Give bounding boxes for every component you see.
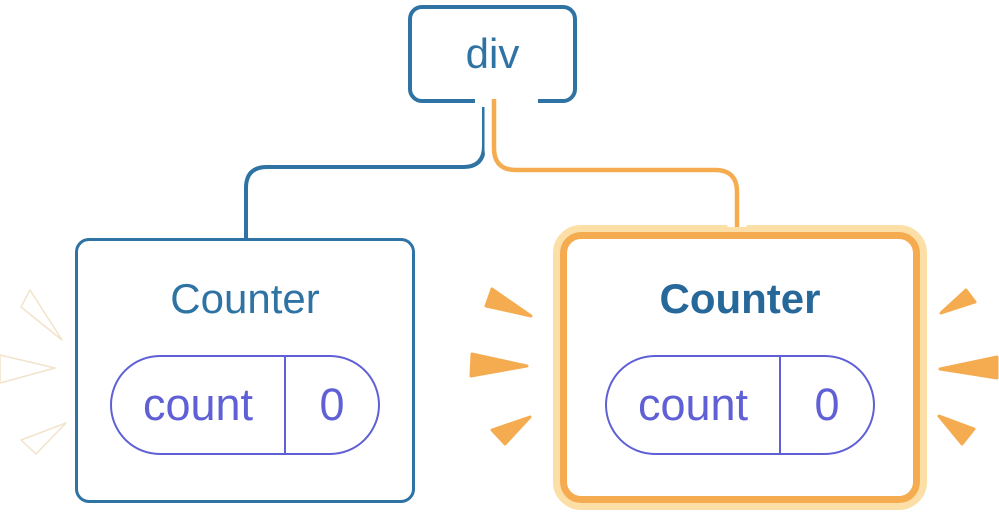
orange-spark-burst-left [469,287,533,446]
orange-spark-icon [939,288,977,315]
counter-card-active: Counter count 0 [553,225,927,510]
blue-connector-line [244,103,486,241]
orange-connector-casing [484,98,747,227]
div-node-label: div [465,30,520,77]
state-pill: count 0 [110,355,380,455]
counter-card-active-inner: Counter count 0 [560,232,920,503]
orange-spark-icon [484,287,533,318]
orange-spark-icon [490,415,532,446]
div-node: div [408,5,577,103]
white-spark-icon [0,354,56,384]
white-spark-icon [20,422,67,455]
orange-spark-burst-right [937,288,999,446]
orange-connector-line [491,99,740,227]
counter-title: Counter [659,275,821,322]
state-key-cell: count [607,357,781,453]
counter-title: Counter [170,275,320,322]
counter-card-inactive: Counter count 0 [75,238,415,503]
orange-spark-icon [469,352,529,378]
white-spark-icon [20,289,63,341]
state-key-cell: count [112,357,286,453]
white-spark-burst [0,289,67,455]
orange-spark-icon [937,414,976,446]
orange-spark-icon [938,355,999,380]
state-value-cell: 0 [814,379,840,430]
state-pill: count 0 [605,355,875,455]
state-value-cell: 0 [319,379,345,430]
